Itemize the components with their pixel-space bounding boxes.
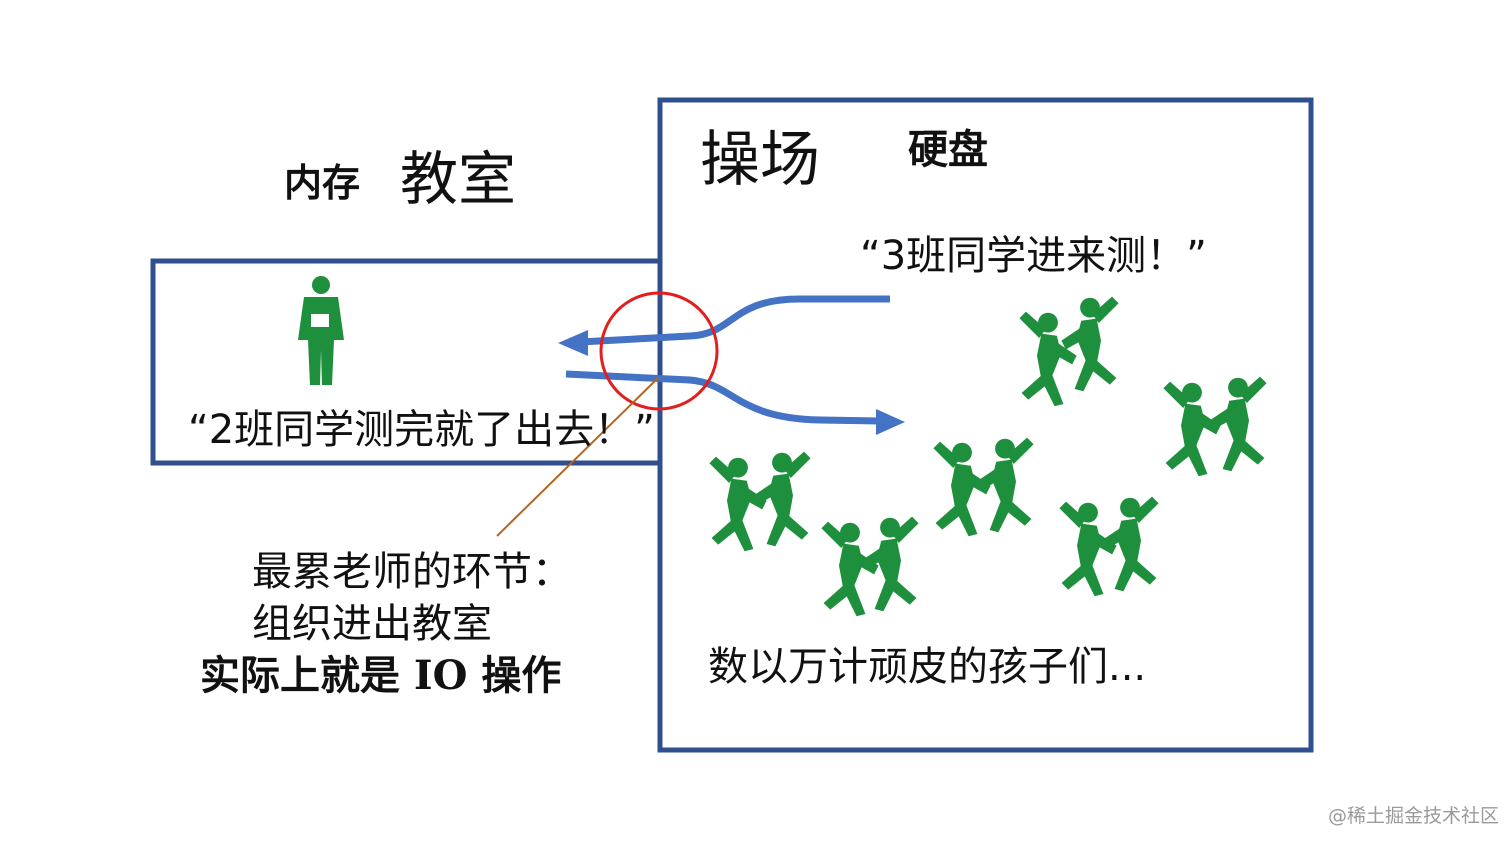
child-figure — [1019, 311, 1077, 407]
io-highlight-circle — [599, 291, 719, 411]
inbound-arrow-icon — [579, 295, 890, 346]
playground-title: 操场 — [700, 125, 820, 195]
annotation-line-1: 最累老师的环节： — [252, 549, 572, 595]
teacher-icon — [298, 276, 344, 385]
child-figure — [976, 437, 1034, 533]
classroom-title: 教室 — [400, 145, 517, 213]
child-figure — [821, 521, 879, 617]
child-figure — [1061, 296, 1119, 392]
child-figure — [753, 451, 811, 547]
children-caption: 数以万计顽皮的孩子们... — [708, 644, 1147, 690]
annotation-line-2: 组织进出教室 — [252, 601, 492, 647]
playground-box — [657, 97, 1314, 753]
child-figure — [1059, 501, 1117, 597]
call-quote: “3班同学进来测！” — [860, 233, 1207, 279]
children-group — [709, 296, 1267, 617]
child-figure — [1101, 496, 1159, 592]
outbound-arrow-head — [876, 409, 905, 435]
inbound-arrow-head — [558, 330, 588, 356]
watermark: @稀土掘金技术社区 — [1328, 805, 1500, 827]
memory-label: 内存 — [284, 161, 361, 205]
child-figure — [1163, 381, 1221, 477]
teacher-quote: “2班同学测完就了出去！” — [188, 407, 655, 453]
annotation-line-3: 实际上就是 IO 操作 — [200, 652, 562, 699]
classroom-box — [150, 258, 660, 466]
disk-label: 硬盘 — [908, 127, 988, 173]
outbound-arrow-icon — [565, 370, 881, 425]
child-figure — [861, 516, 919, 612]
child-figure — [1209, 376, 1267, 472]
pointer-line — [496, 377, 659, 537]
